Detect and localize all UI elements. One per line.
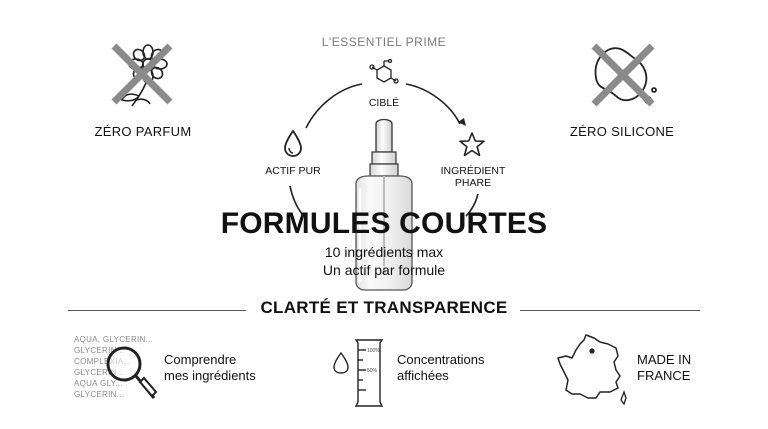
feature-concentrations-text: Concentrations affichées	[397, 352, 485, 383]
cycle-label-targeted: CIBLÉ	[368, 97, 400, 109]
zero-parfum-label: ZÉRO PARFUM	[94, 124, 192, 139]
cross-icon	[591, 43, 655, 107]
drop-icon	[333, 351, 349, 374]
headline: FORMULES COURTES	[220, 207, 548, 240]
divider-right	[520, 310, 700, 311]
divider-left	[68, 310, 246, 311]
subline-one-active: Un actif par formule	[322, 262, 446, 278]
subline-ingredients-max: 10 ingrédients max	[324, 244, 444, 260]
molecule-icon	[369, 58, 399, 84]
cylinder-mark-half: 50%	[367, 368, 378, 374]
cylinder-mark-full: 100%	[367, 348, 380, 354]
ingredient-list: AQUA, GLYCERIN... GLYCERIN... COMPLEXIA.…	[74, 335, 154, 399]
graduated-cylinder-icon: 100% 50%	[354, 339, 384, 407]
brand-name: L'ESSENTIEL PRIME	[321, 35, 447, 49]
zero-silicone-label: ZÉRO SILICONE	[569, 124, 675, 139]
feature-made-in-france-text: MADE IN FRANCE	[637, 352, 692, 383]
cross-icon	[111, 43, 173, 105]
cycle-label-pure-active: ACTIF PUR	[265, 165, 321, 177]
drop-icon	[284, 129, 302, 157]
serum-bottle-icon	[355, 118, 413, 291]
cycle-label-key-ingredient: INGRÉDIENT PHARE	[440, 165, 506, 189]
france-map-icon	[557, 334, 627, 406]
feature-ingredients-text: Comprendre mes ingrédients	[164, 352, 256, 383]
star-icon	[459, 132, 485, 157]
section-title: CLARTÉ ET TRANSPARENCE	[252, 298, 516, 318]
magnifier-icon	[106, 346, 158, 399]
